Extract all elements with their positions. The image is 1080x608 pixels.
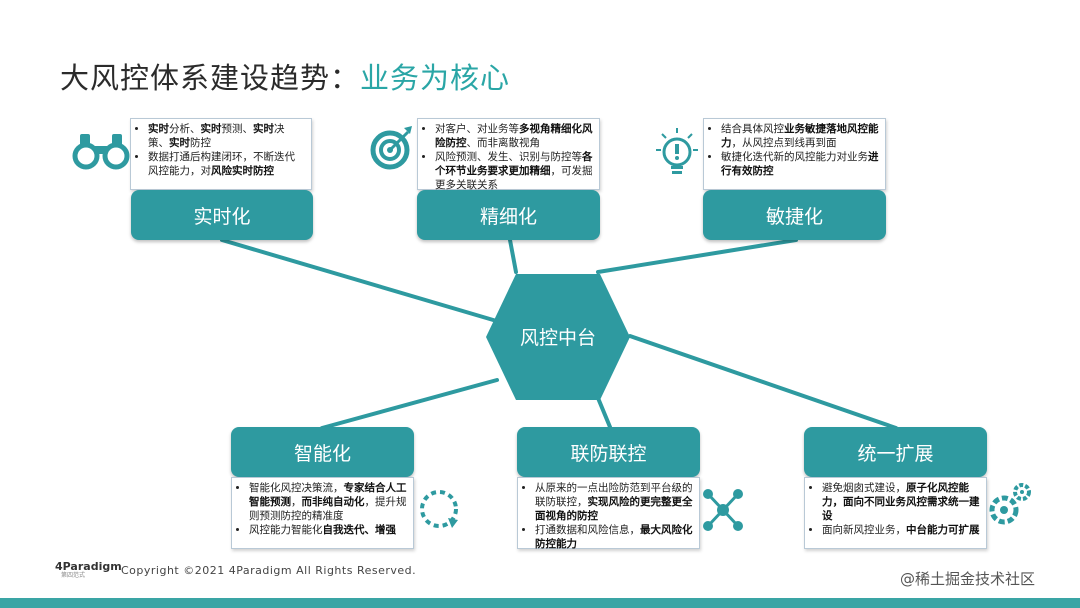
desc-item: 风控能力智能化自我迭代、增强 [249,523,407,537]
desc-realtime: 实时分析、实时预测、实时决策、实时防控数据打通后构建闭环，不断迭代风控能力，对风… [130,118,312,190]
line-unified [628,334,898,430]
desc-item: 智能化风控决策流，专家结合人工智能预测，而非纯自动化，提升规则预测防控的精准度 [249,481,407,523]
desc-item: 结合具体风控业务敏捷落地风控能力，从风控点到线再到面 [721,122,879,150]
node-realtime: 实时化 [131,190,313,240]
line-joint [596,396,612,429]
desc-item: 面向新风控业务，中台能力可扩展 [822,523,980,537]
target-icon [370,126,412,170]
desc-unified: 避免烟囱式建设，原子化风控能力，面向不同业务风控需求统一建设面向新风控业务，中台… [804,477,987,549]
line-agile [596,238,798,274]
desc-item: 从原来的一点出险防范到平台级的联防联控，实现风险的更完整更全面视角的防控 [535,481,693,523]
node-refined: 精细化 [417,190,600,240]
node-agile: 敏捷化 [703,190,886,240]
desc-item: 敏捷化迭代新的风控能力对业务进行有效防控 [721,150,879,178]
desc-item: 对客户、对业务等多视角精细化风险防控、而非离散视角 [435,122,593,150]
company-logo: 4Paradigm 第四范式 [55,560,122,579]
desc-item: 实时分析、实时预测、实时决策、实时防控 [148,122,305,150]
desc-joint: 从原来的一点出险防范到平台级的联防联控，实现风险的更完整更全面视角的防控打通数据… [517,477,700,551]
node-unified: 统一扩展 [804,427,987,477]
watermark: @稀土掘金技术社区 [900,570,1036,588]
desc-item: 数据打通后构建闭环，不断迭代风控能力，对风险实时防控 [148,150,305,178]
desc-item: 风险预测、发生、识别与防控等各个环节业务要求更加精细，可发掘更多关联关系 [435,150,593,192]
cycle-arrow-icon [420,490,458,528]
copyright-text: Copyright ©2021 4Paradigm All Rights Res… [121,564,417,577]
gears-icon [989,483,1031,525]
lightbulb-icon [656,128,698,174]
node-intelligent: 智能化 [231,427,414,477]
network-icon [703,489,743,531]
line-refined [508,238,518,274]
title-accent: 业务为核心 [360,61,511,95]
desc-refined: 对客户、对业务等多视角精细化风险防控、而非离散视角风险预测、发生、识别与防控等各… [417,118,600,192]
desc-agile: 结合具体风控业务敏捷落地风控能力，从风控点到线再到面敏捷化迭代新的风控能力对业务… [703,118,886,190]
hub-hexagon [486,274,630,400]
desc-item: 打通数据和风险信息，最大风险化防控能力 [535,523,693,551]
line-realtime [220,238,502,324]
desc-intelligent: 智能化风控决策流，专家结合人工智能预测，而非纯自动化，提升规则预测防控的精准度风… [231,477,414,549]
line-intelligent [320,378,499,430]
desc-item: 避免烟囱式建设，原子化风控能力，面向不同业务风控需求统一建设 [822,481,980,523]
hub-label: 风控中台 [520,327,596,349]
bottom-bar [0,598,1080,608]
node-joint: 联防联控 [517,427,700,477]
binoculars-icon [72,134,130,170]
page-title: 大风控体系建设趋势：业务为核心 [60,61,511,95]
